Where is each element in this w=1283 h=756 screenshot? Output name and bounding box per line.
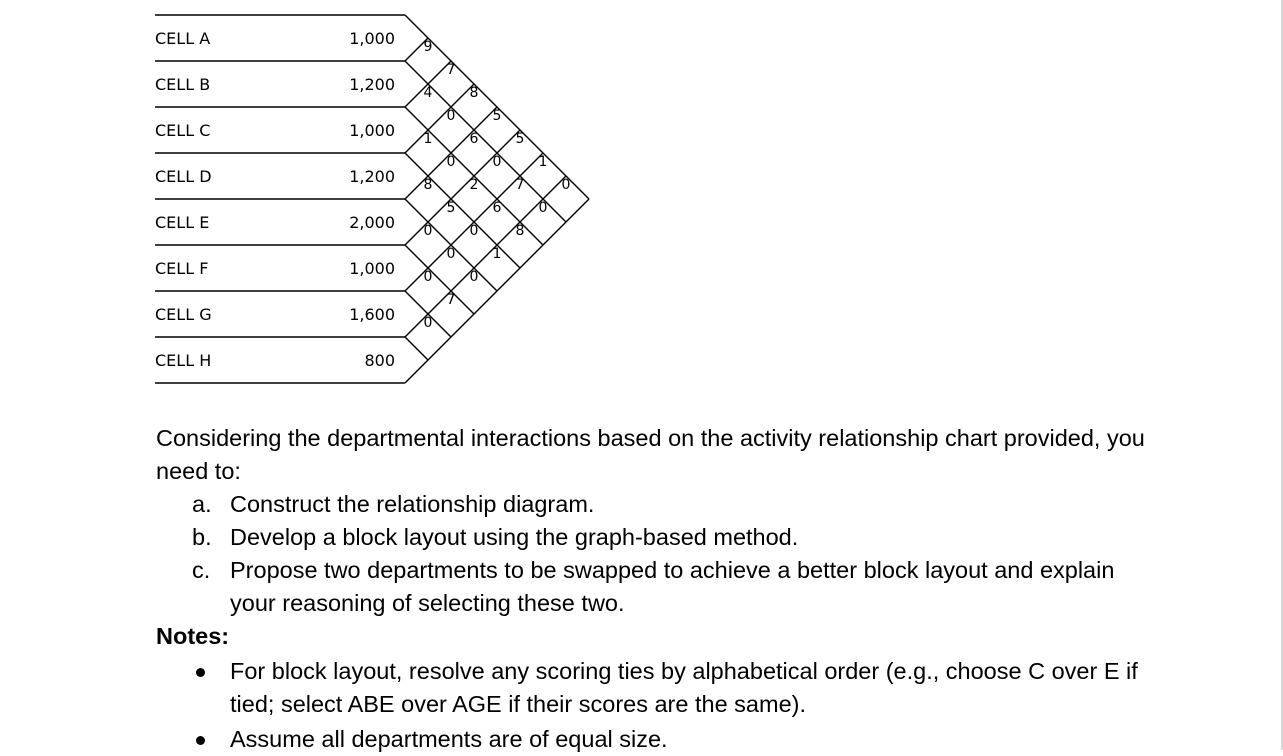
relationship-code: 0 <box>562 177 571 193</box>
cell-area-value: 1,200 <box>349 75 395 94</box>
relationship-code: 0 <box>493 154 502 170</box>
relationship-code: 1 <box>424 131 433 147</box>
relationship-code: 6 <box>493 200 502 216</box>
note-item: For block layout, resolve any scoring ti… <box>156 655 1156 721</box>
grid-line <box>404 129 521 246</box>
cell-name-label: CELL B <box>155 75 210 94</box>
grid-line <box>404 152 544 292</box>
cell-area-value: 1,000 <box>349 259 395 278</box>
task-text: Construct the relationship diagram. <box>230 491 595 517</box>
grid-line <box>404 152 521 269</box>
relationship-code: 5 <box>493 108 502 124</box>
intro-paragraph: Considering the departmental interaction… <box>156 425 1145 484</box>
relationship-code: 4 <box>424 85 433 101</box>
note-text: For block layout, resolve any scoring ti… <box>230 658 1138 717</box>
task-marker: b. <box>192 524 212 550</box>
bullet-icon <box>196 668 205 677</box>
relationship-code: 8 <box>470 85 479 101</box>
relationship-code: 7 <box>516 177 525 193</box>
notes-list: For block layout, resolve any scoring ti… <box>156 655 1156 756</box>
task-marker: c. <box>192 557 211 583</box>
relationship-code: 0 <box>424 269 433 285</box>
grid-line <box>404 244 475 315</box>
notes-heading: Notes: <box>156 623 230 649</box>
grid-line <box>404 336 429 361</box>
grid-line <box>404 37 429 62</box>
cell-name-label: CELL A <box>155 29 210 48</box>
relationship-code: 9 <box>424 39 433 55</box>
relationship-code: 0 <box>424 223 433 239</box>
relationship-code: 1 <box>493 246 502 262</box>
relationship-code: 5 <box>447 200 456 216</box>
task-item-b: b. Develop a block layout using the grap… <box>156 521 1156 554</box>
task-marker: a. <box>192 491 212 517</box>
cell-name-label: CELL C <box>155 121 210 140</box>
grid-line <box>404 175 567 338</box>
relationship-code: 0 <box>447 154 456 170</box>
cell-area-value: 1,000 <box>349 121 395 140</box>
note-text: Assume all departments are of equal size… <box>230 726 668 752</box>
relationship-code: 0 <box>424 315 433 331</box>
cell-name-label: CELL D <box>155 167 212 186</box>
relationship-code: 0 <box>539 200 548 216</box>
task-list: a. Construct the relationship diagram. b… <box>156 488 1156 620</box>
task-text: Develop a block layout using the graph-b… <box>230 524 799 550</box>
grid-line <box>404 106 498 200</box>
cell-name-label: CELL H <box>155 351 211 370</box>
relationship-code: 0 <box>447 246 456 262</box>
task-text: Propose two departments to be swapped to… <box>230 557 1115 616</box>
relationship-code: 0 <box>447 108 456 124</box>
cell-name-label: CELL G <box>155 305 212 324</box>
note-item: Assume all departments are of equal size… <box>156 723 1156 756</box>
relationship-code: 7 <box>447 62 456 78</box>
task-item-a: a. Construct the relationship diagram. <box>156 488 1156 521</box>
cell-area-value: 2,000 <box>349 213 395 232</box>
grid-line <box>404 60 452 108</box>
relationship-code: 2 <box>470 177 479 193</box>
relationship-code: 8 <box>424 177 433 193</box>
cell-area-value: 1,600 <box>349 305 395 324</box>
page-edge <box>1281 0 1283 750</box>
cell-name-label: CELL F <box>155 259 208 278</box>
cell-name-label: CELL E <box>155 213 209 232</box>
relationship-code: 0 <box>470 269 479 285</box>
cell-area-value: 1,000 <box>349 29 395 48</box>
cell-area-value: 1,200 <box>349 167 395 186</box>
relationship-code: 6 <box>470 131 479 147</box>
grid-line <box>404 83 475 154</box>
relationship-code: 0 <box>470 223 479 239</box>
instructions: Considering the departmental interaction… <box>156 422 1156 756</box>
relationship-code: 1 <box>539 154 548 170</box>
grid-line <box>404 60 567 223</box>
relationship-code: 7 <box>447 292 456 308</box>
relationship-code: 5 <box>516 131 525 147</box>
bullet-icon <box>196 736 205 745</box>
cell-area-value: 800 <box>364 351 395 370</box>
task-item-c: c. Propose two departments to be swapped… <box>156 554 1156 620</box>
relationship-code: 8 <box>516 223 525 239</box>
